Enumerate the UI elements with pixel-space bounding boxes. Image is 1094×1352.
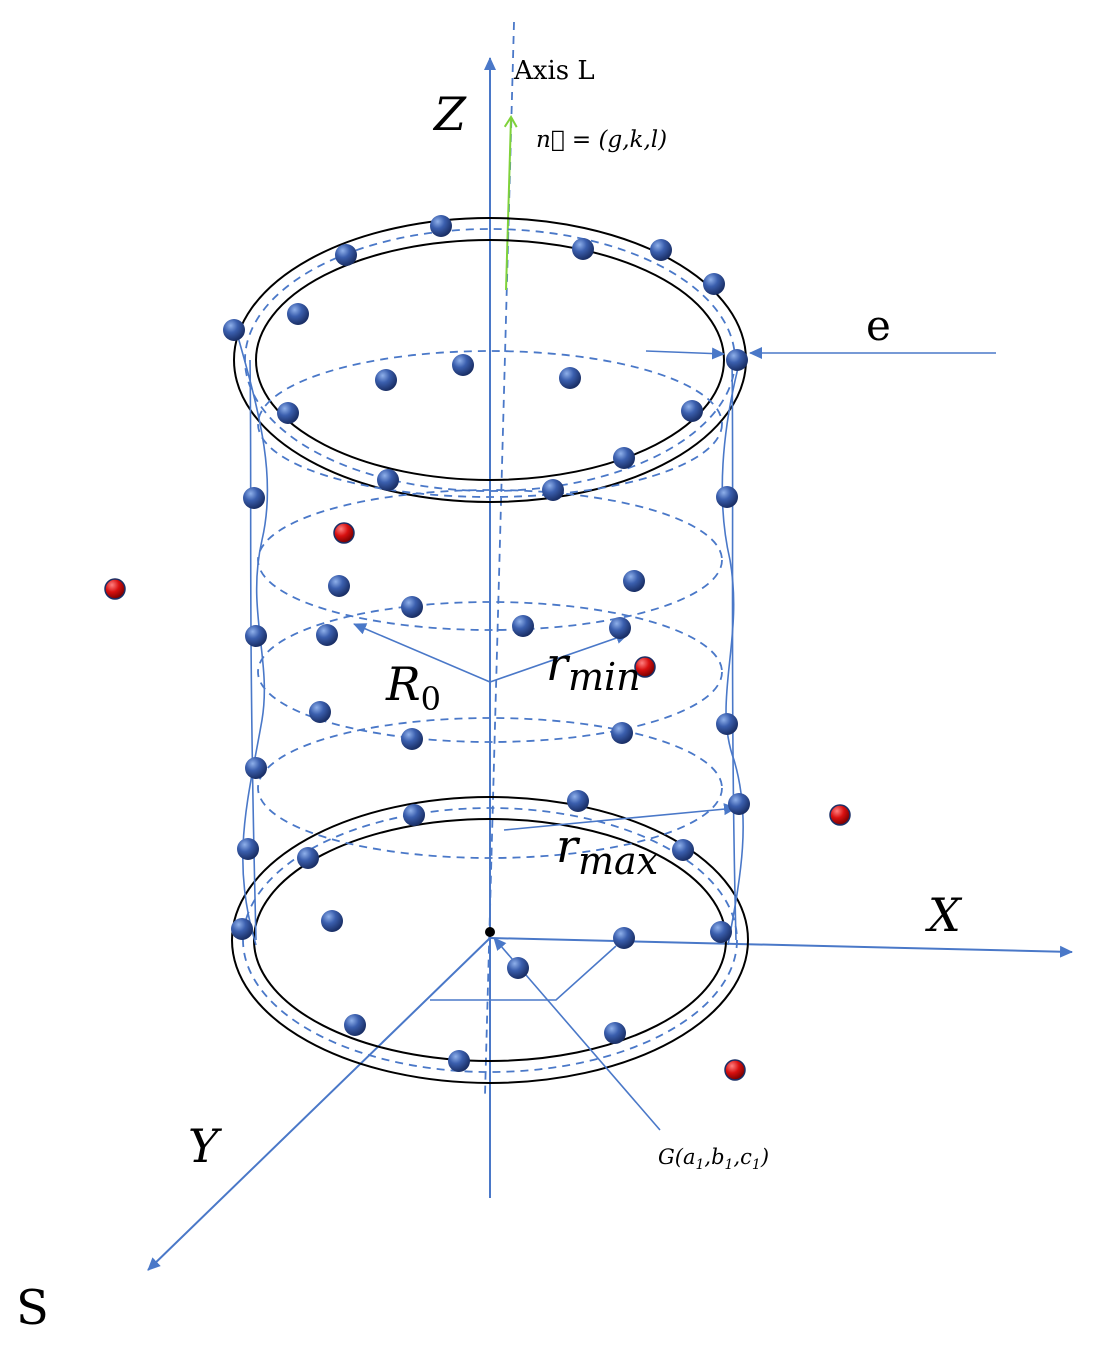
blue-point <box>716 713 738 735</box>
bottom-outer-ring <box>231 796 749 1084</box>
red-point <box>829 804 851 826</box>
z-axis-label: Z <box>432 87 467 141</box>
blue-point <box>287 303 309 325</box>
blue-point <box>297 847 319 869</box>
blue-point <box>321 910 343 932</box>
blue-point <box>726 349 748 371</box>
section-dashed-3 <box>257 601 723 743</box>
blue-point <box>452 354 474 376</box>
blue-point <box>375 369 397 391</box>
x-axis-label: X <box>925 888 963 942</box>
origin-point <box>485 927 495 937</box>
blue-point <box>613 927 635 949</box>
red-point <box>724 1059 746 1081</box>
g-projection-lines <box>430 945 617 1001</box>
blue-point <box>604 1022 626 1044</box>
blue-point <box>277 402 299 424</box>
blue-point <box>316 624 338 646</box>
blue-point <box>650 239 672 261</box>
section-dashed-1 <box>257 350 723 498</box>
blue-point <box>448 1050 470 1072</box>
red-point <box>634 656 656 678</box>
blue-point <box>430 215 452 237</box>
blue-point <box>710 921 732 943</box>
blue-point <box>401 728 423 750</box>
normal-vector-label: n⃗ = (g,k,l) <box>536 127 667 153</box>
r0-arrow <box>353 623 491 683</box>
right-profile-2 <box>731 359 737 941</box>
blue-point <box>672 839 694 861</box>
blue-point <box>681 400 703 422</box>
blue-point <box>401 596 423 618</box>
r0-label: R0 <box>385 657 441 718</box>
y-axis-label: Y <box>188 1119 223 1173</box>
blue-points <box>223 215 750 1072</box>
surface-s-label: S <box>16 1280 49 1336</box>
rmax-arrow <box>503 803 737 831</box>
right-profile <box>721 359 744 946</box>
blue-point <box>328 575 350 597</box>
blue-point <box>243 487 265 509</box>
red-point <box>104 578 126 600</box>
blue-point <box>377 469 399 491</box>
blue-point <box>507 957 529 979</box>
blue-point <box>567 790 589 812</box>
red-point <box>333 522 355 544</box>
e-arrow-left <box>645 347 725 360</box>
blue-point <box>611 722 633 744</box>
blue-point <box>609 617 631 639</box>
blue-point <box>703 273 725 295</box>
blue-point <box>623 570 645 592</box>
blue-point <box>344 1014 366 1036</box>
blue-point <box>613 447 635 469</box>
thickness-e-label: e <box>866 301 891 350</box>
section-dashed-4 <box>257 717 723 859</box>
blue-point <box>231 918 253 940</box>
blue-point <box>335 244 357 266</box>
g-point-label: G(a1,b1,c1) <box>658 1145 769 1173</box>
blue-point <box>245 625 267 647</box>
normal-vector-arrow <box>503 115 518 291</box>
bottom-dashed-ring <box>242 807 738 1073</box>
top-inner-ring <box>255 239 725 481</box>
x-axis <box>489 937 1073 958</box>
rmin-label: rmin <box>546 637 641 699</box>
blue-point <box>237 838 259 860</box>
blue-point <box>245 757 267 779</box>
rmin-arrow <box>489 632 629 683</box>
blue-point <box>512 615 534 637</box>
blue-point <box>309 701 331 723</box>
y-axis <box>147 937 491 1271</box>
blue-point <box>559 367 581 389</box>
axis-l-label: Axis L <box>513 56 595 86</box>
red-points <box>104 522 851 1081</box>
blue-point <box>716 486 738 508</box>
blue-point <box>572 238 594 260</box>
left-profile-2 <box>249 359 257 941</box>
blue-point <box>728 793 750 815</box>
blue-point <box>403 804 425 826</box>
blue-point <box>223 319 245 341</box>
rmax-label: rmax <box>556 819 658 883</box>
axis-l-line <box>484 21 515 1096</box>
blue-point <box>542 479 564 501</box>
